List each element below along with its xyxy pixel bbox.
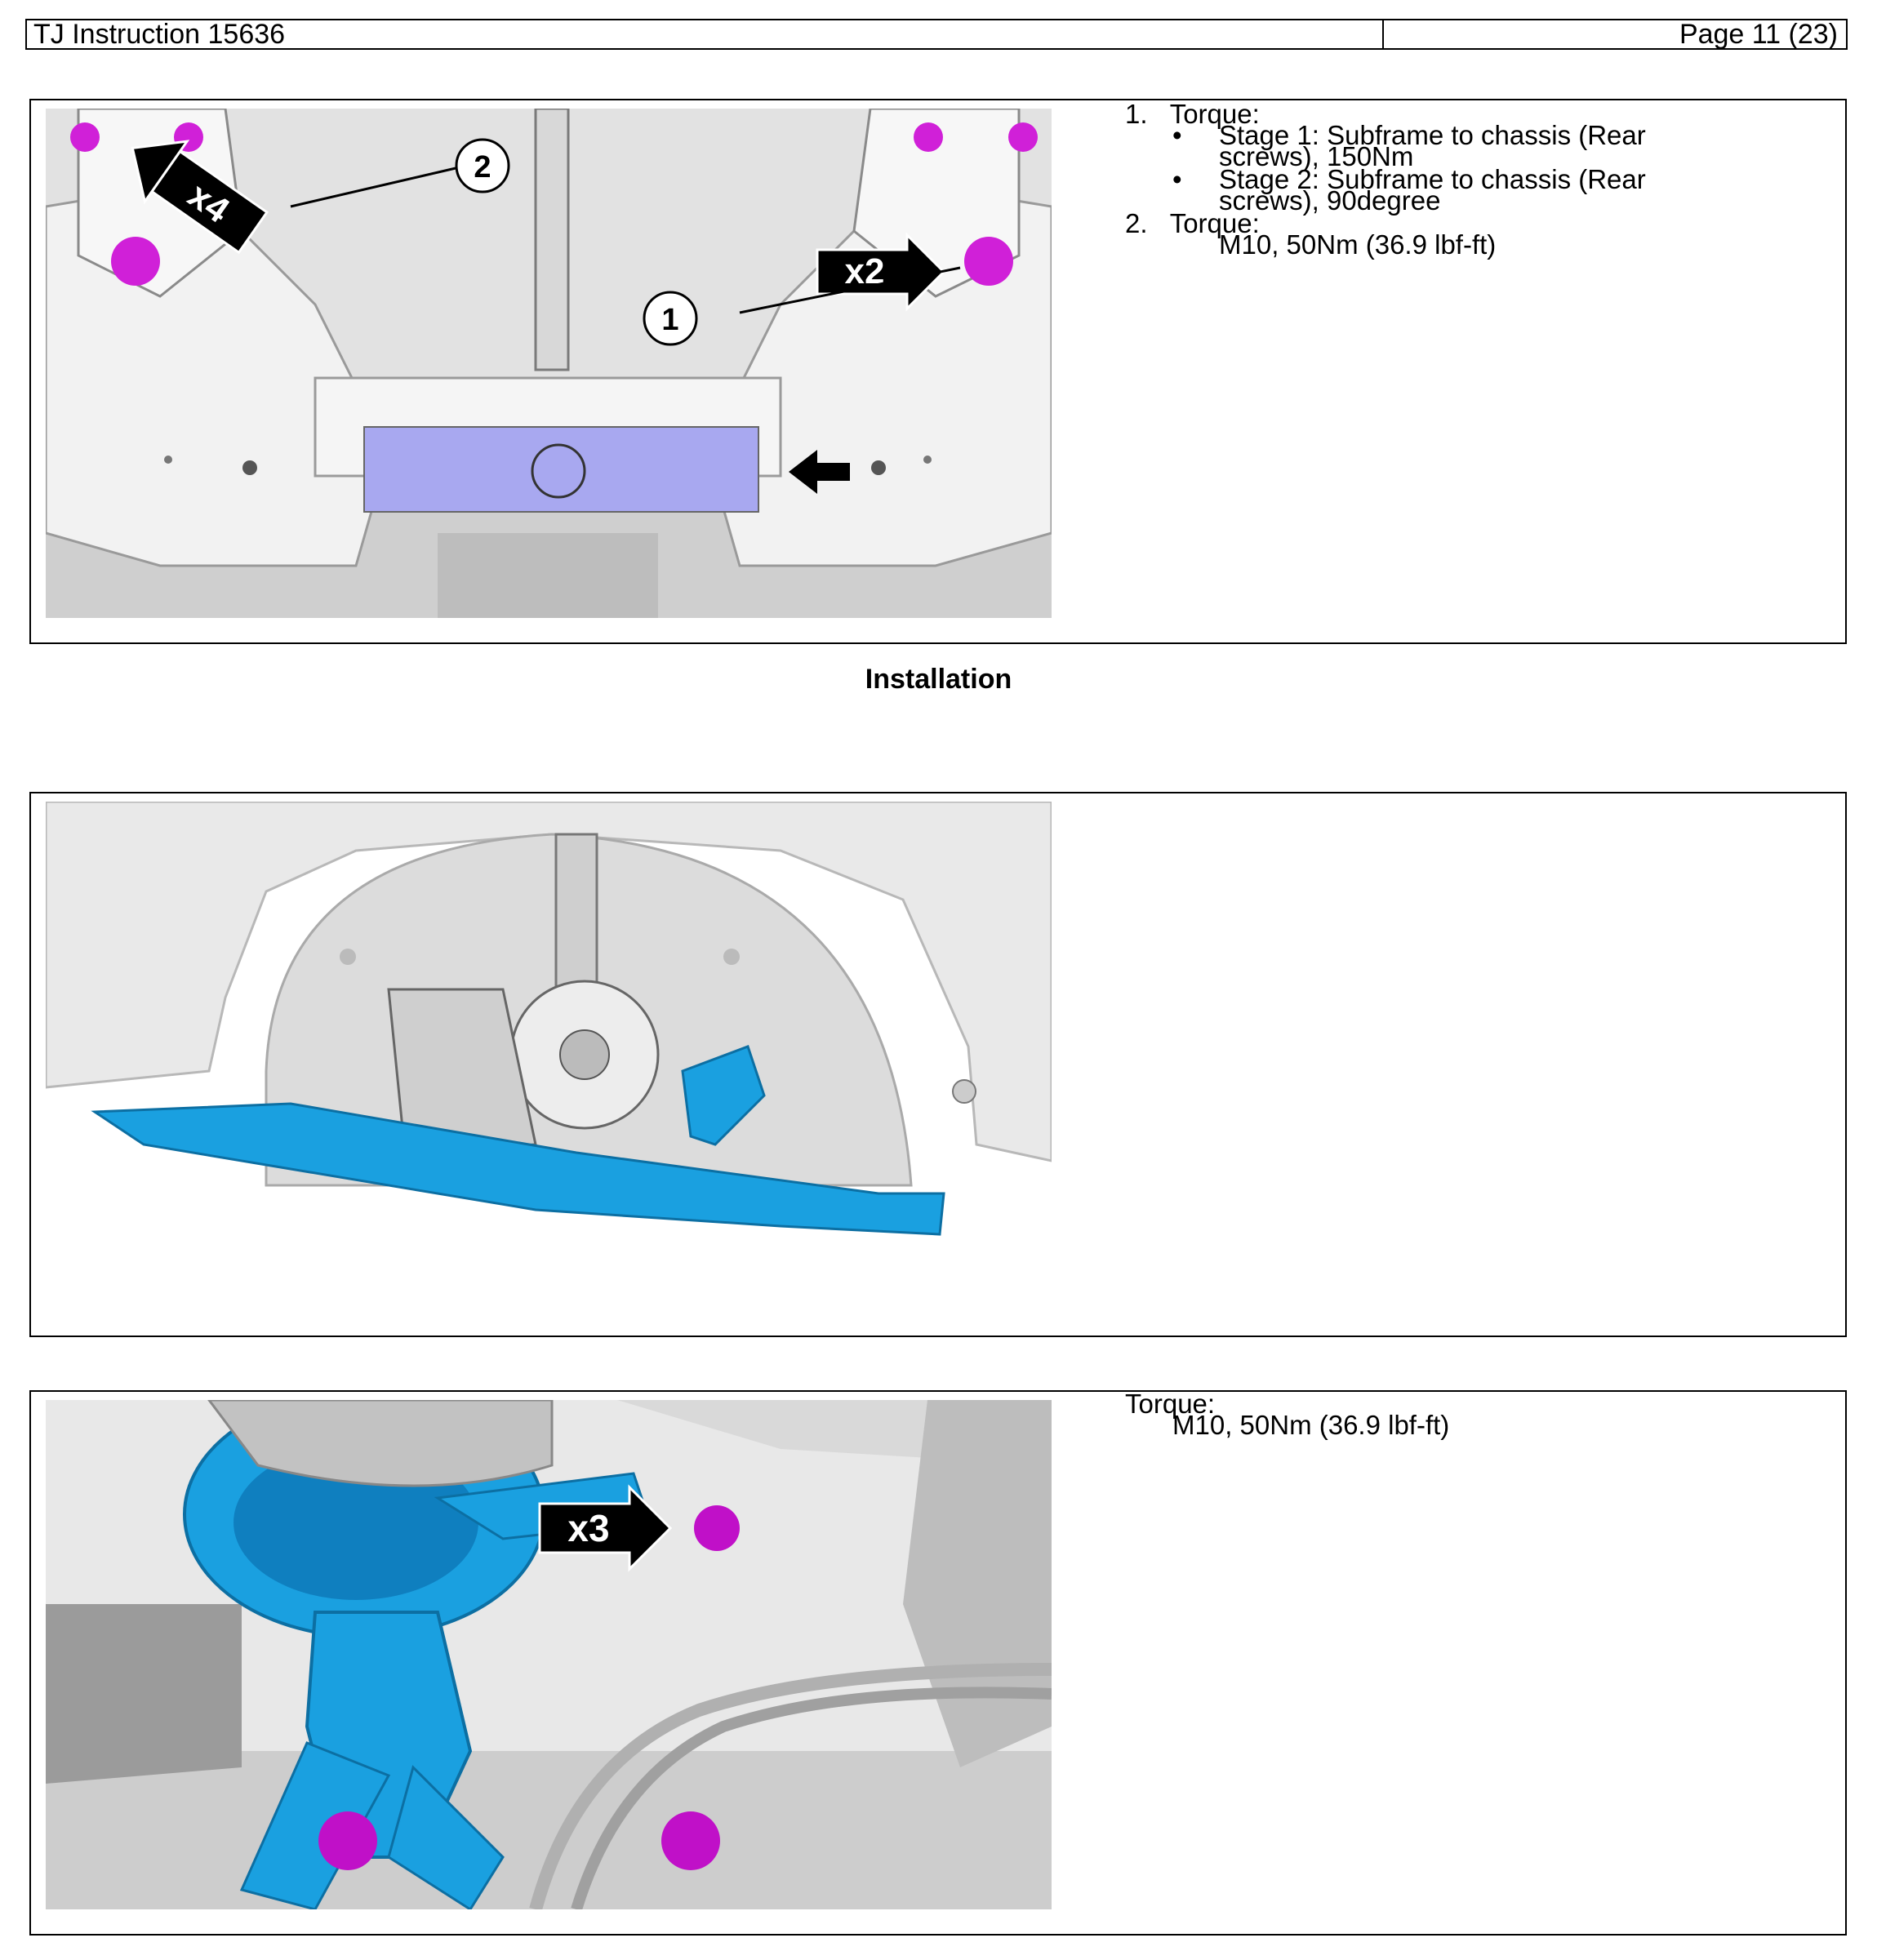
knuckle-illustration: x3: [46, 1400, 1052, 1909]
lower-arm-illustration: [46, 802, 1052, 1311]
callout-number-1: 1: [661, 303, 678, 337]
torque-title: Torque:: [1125, 1389, 1216, 1419]
callout-number-2: 2: [474, 150, 491, 184]
bullet-stage-1-text: Stage 1: Subframe to chassis (Rear screw…: [1219, 120, 1646, 171]
bullet-stage-2-text: Stage 2: Subframe to chassis (Rear screw…: [1219, 164, 1646, 216]
step-1: 1. Torque:: [1125, 100, 1260, 127]
subframe-illustration: x4 x2 2 1: [46, 109, 1052, 618]
step-number: 1.: [1125, 99, 1148, 129]
step-panel-knuckle-bolts: x3 Torque: M10, 50Nm (36.9 lbf-ft): [29, 1390, 1847, 1936]
torque-detail: M10, 50Nm (36.9 lbf-ft): [1172, 1410, 1450, 1440]
step-number: 2.: [1125, 208, 1148, 238]
step-2: 2. Torque:: [1125, 210, 1260, 237]
step-2-detail: M10, 50Nm (36.9 lbf-ft): [1219, 229, 1497, 260]
callout-x3: x3: [567, 1507, 609, 1549]
section-title: Installation: [865, 664, 1012, 695]
stage-2-line-1: Stage 2: Subframe to chassis (Rear: [1219, 164, 1646, 194]
bullet-stage-2: •: [1172, 166, 1182, 193]
document-header: TJ Instruction 15636 Page 11 (23): [25, 19, 1848, 50]
bullet-mark: •: [1172, 164, 1182, 194]
bullet-stage-1: •: [1172, 122, 1182, 149]
document-title: TJ Instruction 15636: [27, 20, 1384, 48]
step-title: Torque:: [1169, 99, 1260, 129]
step-title: Torque:: [1169, 208, 1260, 238]
page-number: Page 11 (23): [1679, 19, 1838, 50]
step-panel-subframe-torque: x4 x2 2 1 1. Torque: • Stage 1: Subframe: [29, 99, 1847, 644]
step-panel-lower-arm: [29, 792, 1847, 1337]
stage-1-line-2: screws), 150Nm: [1219, 141, 1414, 171]
bullet-mark: •: [1172, 120, 1182, 150]
lower-control-arm: [91, 1102, 945, 1236]
stage-1-line-1: Stage 1: Subframe to chassis (Rear: [1219, 120, 1646, 150]
stage-2-line-2: screws), 90degree: [1219, 185, 1441, 216]
jack-plate: [363, 426, 759, 513]
